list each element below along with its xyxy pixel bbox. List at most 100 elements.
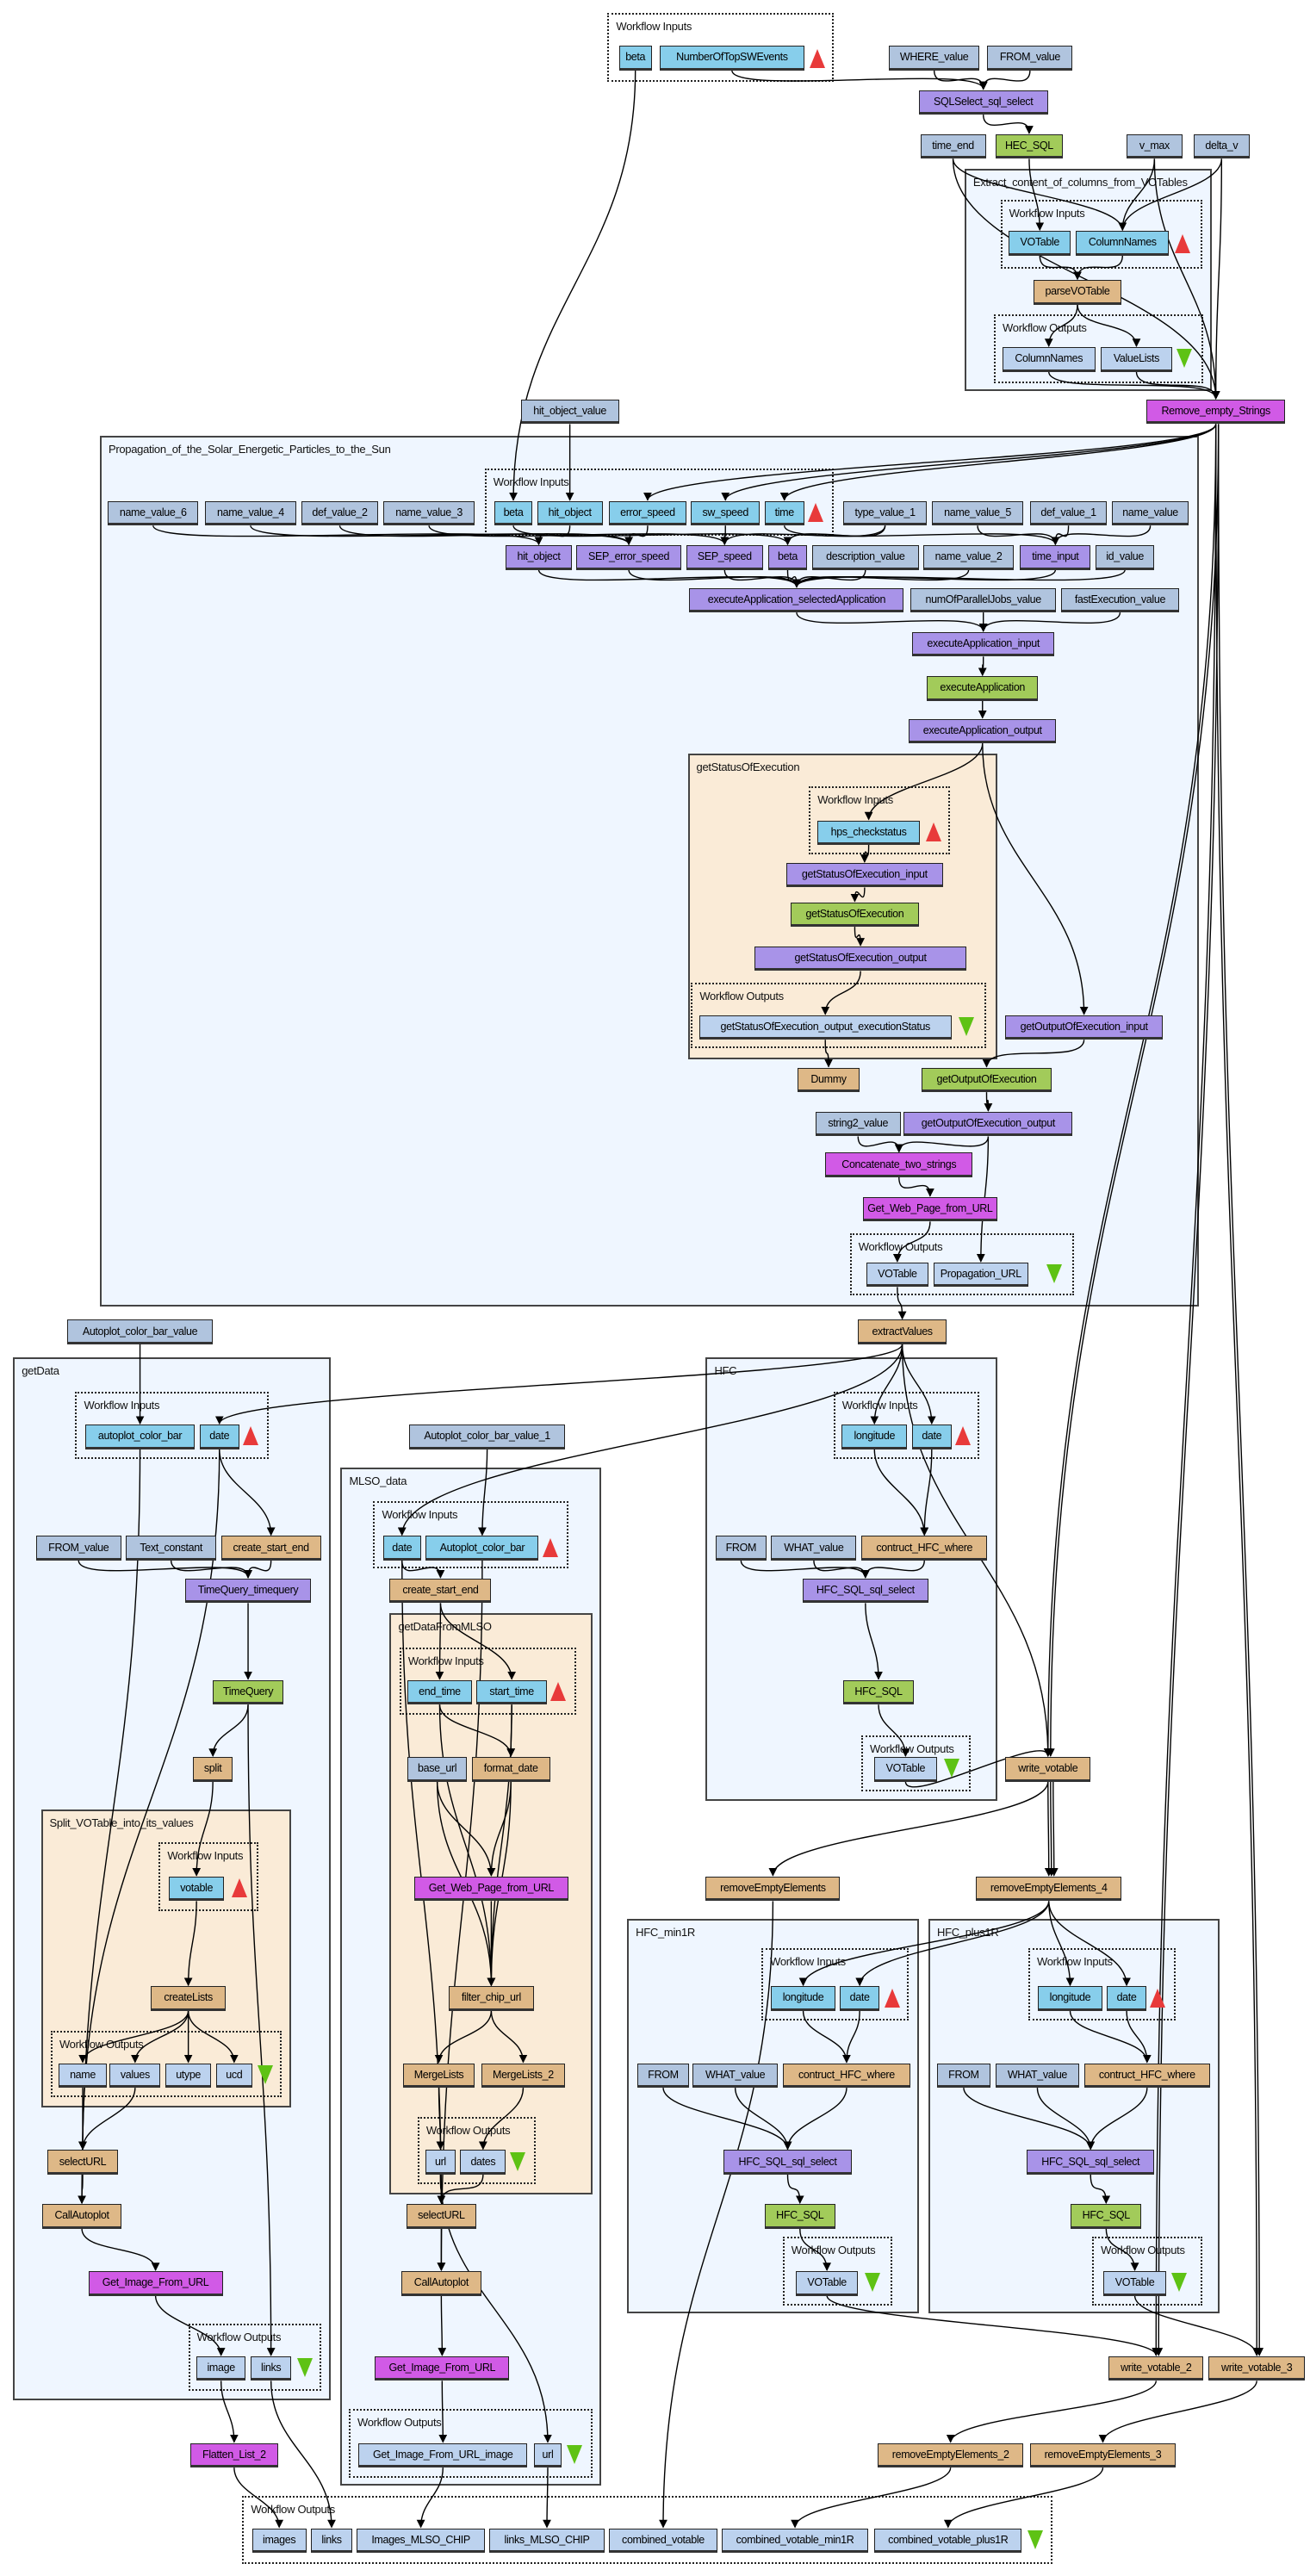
node-callAp[interactable]: CallAutoplot xyxy=(42,2204,121,2229)
node-start-time[interactable]: start_time xyxy=(476,1679,547,1705)
node-p-time[interactable]: time xyxy=(764,500,804,526)
node-min-long[interactable]: longitude xyxy=(771,1986,835,2011)
node-p-sw[interactable]: sw_speed xyxy=(691,500,761,526)
node-gs-in[interactable]: getStatusOfExecution_input xyxy=(785,862,944,888)
node-re4[interactable]: removeEmptyElements_4 xyxy=(976,1876,1122,1902)
node-plus-date[interactable]: date xyxy=(1107,1986,1146,2011)
node-res[interactable]: Remove_empty_Strings xyxy=(1145,399,1286,425)
node-plus-sel[interactable]: HFC_SQL_sql_select xyxy=(1027,2150,1155,2175)
node-nv2[interactable]: name_value_2 xyxy=(923,545,1014,570)
node-hps[interactable]: hps_checkstatus xyxy=(816,820,921,846)
node-end-time[interactable]: end_time xyxy=(407,1679,472,1705)
node-acbv1[interactable]: Autoplot_color_bar_value_1 xyxy=(409,1425,565,1449)
node-s-beta[interactable]: beta xyxy=(767,545,808,570)
node-re2[interactable]: removeEmptyElements_2 xyxy=(878,2443,1024,2468)
node-numpar[interactable]: numOfParallelJobs_value xyxy=(910,587,1057,613)
node-h-date[interactable]: date xyxy=(911,1425,952,1449)
node-msel[interactable]: selectURL xyxy=(406,2204,477,2229)
node-m-date[interactable]: date xyxy=(382,1536,421,1561)
node-ex-colnames[interactable]: ColumnNames xyxy=(1076,231,1170,256)
node-exec-in[interactable]: executeApplication_input xyxy=(911,631,1055,657)
node-dummy[interactable]: Dummy xyxy=(797,1067,860,1093)
node-hov[interactable]: hit_object_value xyxy=(520,399,619,425)
node-getImg[interactable]: Get_Image_From_URL xyxy=(88,2271,223,2296)
node-p-hit[interactable]: hit_object xyxy=(537,500,603,526)
node-h-sel[interactable]: HFC_SQL_sql_select xyxy=(802,1578,928,1604)
node-time-end[interactable]: time_end xyxy=(920,133,986,159)
node-hec-sql[interactable]: HEC_SQL xyxy=(995,133,1063,159)
node-mcse[interactable]: create_start_end xyxy=(389,1578,492,1604)
node-split[interactable]: split xyxy=(193,1757,233,1782)
node-p-beta[interactable]: beta xyxy=(494,500,532,526)
node-mgetimg[interactable]: Get_Image_From_URL xyxy=(375,2356,510,2381)
node-plus-from[interactable]: FROM xyxy=(936,2063,991,2089)
node-time-input[interactable]: time_input xyxy=(1020,545,1091,570)
node-dv1[interactable]: def_value_1 xyxy=(1029,500,1108,526)
node-selURL[interactable]: selectURL xyxy=(47,2150,118,2175)
node-flatten[interactable]: Flatten_List_2 xyxy=(189,2443,279,2468)
node-filter[interactable]: filter_chip_url xyxy=(448,1986,534,2011)
node-prop-url[interactable]: Propagation_URL xyxy=(933,1262,1028,1288)
node-merge[interactable]: MergeLists xyxy=(402,2063,475,2089)
node-s-speed[interactable]: SEP_speed xyxy=(686,545,763,570)
node-ucd[interactable]: ucd xyxy=(215,2063,252,2089)
node-url[interactable]: url xyxy=(425,2150,456,2175)
node-min-sel[interactable]: HFC_SQL_sql_select xyxy=(723,2150,852,2175)
node-fromv[interactable]: FROM_value xyxy=(987,46,1073,71)
node-base-url[interactable]: base_url xyxy=(407,1757,467,1782)
node-p-err[interactable]: error_speed xyxy=(609,500,686,526)
node-dates[interactable]: dates xyxy=(460,2150,506,2175)
node-plus-what[interactable]: WHAT_value xyxy=(995,2063,1079,2089)
node-string2[interactable]: string2_value xyxy=(815,1111,901,1137)
node-plus-vot[interactable]: VOTable xyxy=(1103,2271,1166,2296)
node-h-what[interactable]: WHAT_value xyxy=(771,1536,857,1561)
node-merge2[interactable]: MergeLists_2 xyxy=(481,2063,565,2089)
node-parse[interactable]: parseVOTable xyxy=(1033,280,1122,305)
node-gd-acb[interactable]: autoplot_color_bar xyxy=(84,1425,196,1449)
node-sqlsel[interactable]: SQLSelect_sql_select xyxy=(918,90,1048,115)
node-values[interactable]: values xyxy=(109,2063,161,2089)
node-plus-contr[interactable]: contruct_HFC_where xyxy=(1083,2063,1211,2089)
node-tv1[interactable]: type_value_1 xyxy=(843,500,928,526)
node-fromv2[interactable]: FROM_value xyxy=(35,1536,121,1561)
node-wv2[interactable]: write_votable_2 xyxy=(1108,2356,1204,2381)
node-min-what[interactable]: WHAT_value xyxy=(692,2063,779,2089)
node-nv4[interactable]: name_value_4 xyxy=(204,500,297,526)
node-min-sql[interactable]: HFC_SQL xyxy=(764,2204,835,2229)
node-nv[interactable]: name_value xyxy=(1111,500,1189,526)
node-go[interactable]: getOutputOfExecution xyxy=(922,1067,1052,1093)
node-wv3[interactable]: write_votable_3 xyxy=(1208,2356,1306,2381)
node-votable[interactable]: votable xyxy=(168,1876,225,1902)
node-plus-long[interactable]: longitude xyxy=(1038,1986,1102,2011)
node-image[interactable]: image xyxy=(196,2356,246,2381)
node-wi-ntop[interactable]: NumberOfTopSWEvents xyxy=(660,46,804,71)
node-wi-beta[interactable]: beta xyxy=(618,46,652,71)
node-desc[interactable]: description_value xyxy=(812,545,919,570)
node-min-date[interactable]: date xyxy=(840,1986,879,2011)
node-utype[interactable]: utype xyxy=(165,2063,212,2089)
node-links[interactable]: links xyxy=(250,2356,292,2381)
node-h-contr[interactable]: contruct_HFC_where xyxy=(861,1536,988,1561)
node-fastexec[interactable]: fastExecution_value xyxy=(1061,587,1179,613)
node-s-hit[interactable]: hit_object xyxy=(506,545,572,570)
node-h-vot[interactable]: VOTable xyxy=(874,1757,937,1782)
node-gs-status[interactable]: getStatusOfExecution_output_executionSta… xyxy=(698,1015,952,1040)
node-min-vot[interactable]: VOTable xyxy=(796,2271,859,2296)
node-wv[interactable]: write_votable xyxy=(1005,1757,1091,1782)
node-format-date[interactable]: format_date xyxy=(471,1757,550,1782)
node-min-from[interactable]: FROM xyxy=(636,2063,690,2089)
node-tqtq[interactable]: TimeQuery_timequery xyxy=(184,1578,312,1604)
node-gs[interactable]: getStatusOfExecution xyxy=(791,902,919,928)
node-cse[interactable]: create_start_end xyxy=(220,1536,321,1561)
node-gifu[interactable]: Get_Image_From_URL_image xyxy=(358,2443,528,2468)
node-ex-votable[interactable]: VOTable xyxy=(1009,231,1071,256)
node-gs-out[interactable]: getStatusOfExecution_output xyxy=(754,946,966,971)
node-o-lmlso[interactable]: links_MLSO_CHIP xyxy=(489,2528,605,2554)
node-m-acb[interactable]: Autoplot_color_bar xyxy=(425,1536,539,1561)
node-o-cmin[interactable]: combined_votable_min1R xyxy=(722,2528,868,2554)
node-s-err[interactable]: SEP_error_speed xyxy=(576,545,681,570)
node-h-from[interactable]: FROM xyxy=(715,1536,767,1561)
node-min-contr[interactable]: contruct_HFC_where xyxy=(782,2063,911,2089)
node-plus-sql[interactable]: HFC_SQL xyxy=(1071,2204,1142,2229)
node-where[interactable]: WHERE_value xyxy=(889,46,979,71)
